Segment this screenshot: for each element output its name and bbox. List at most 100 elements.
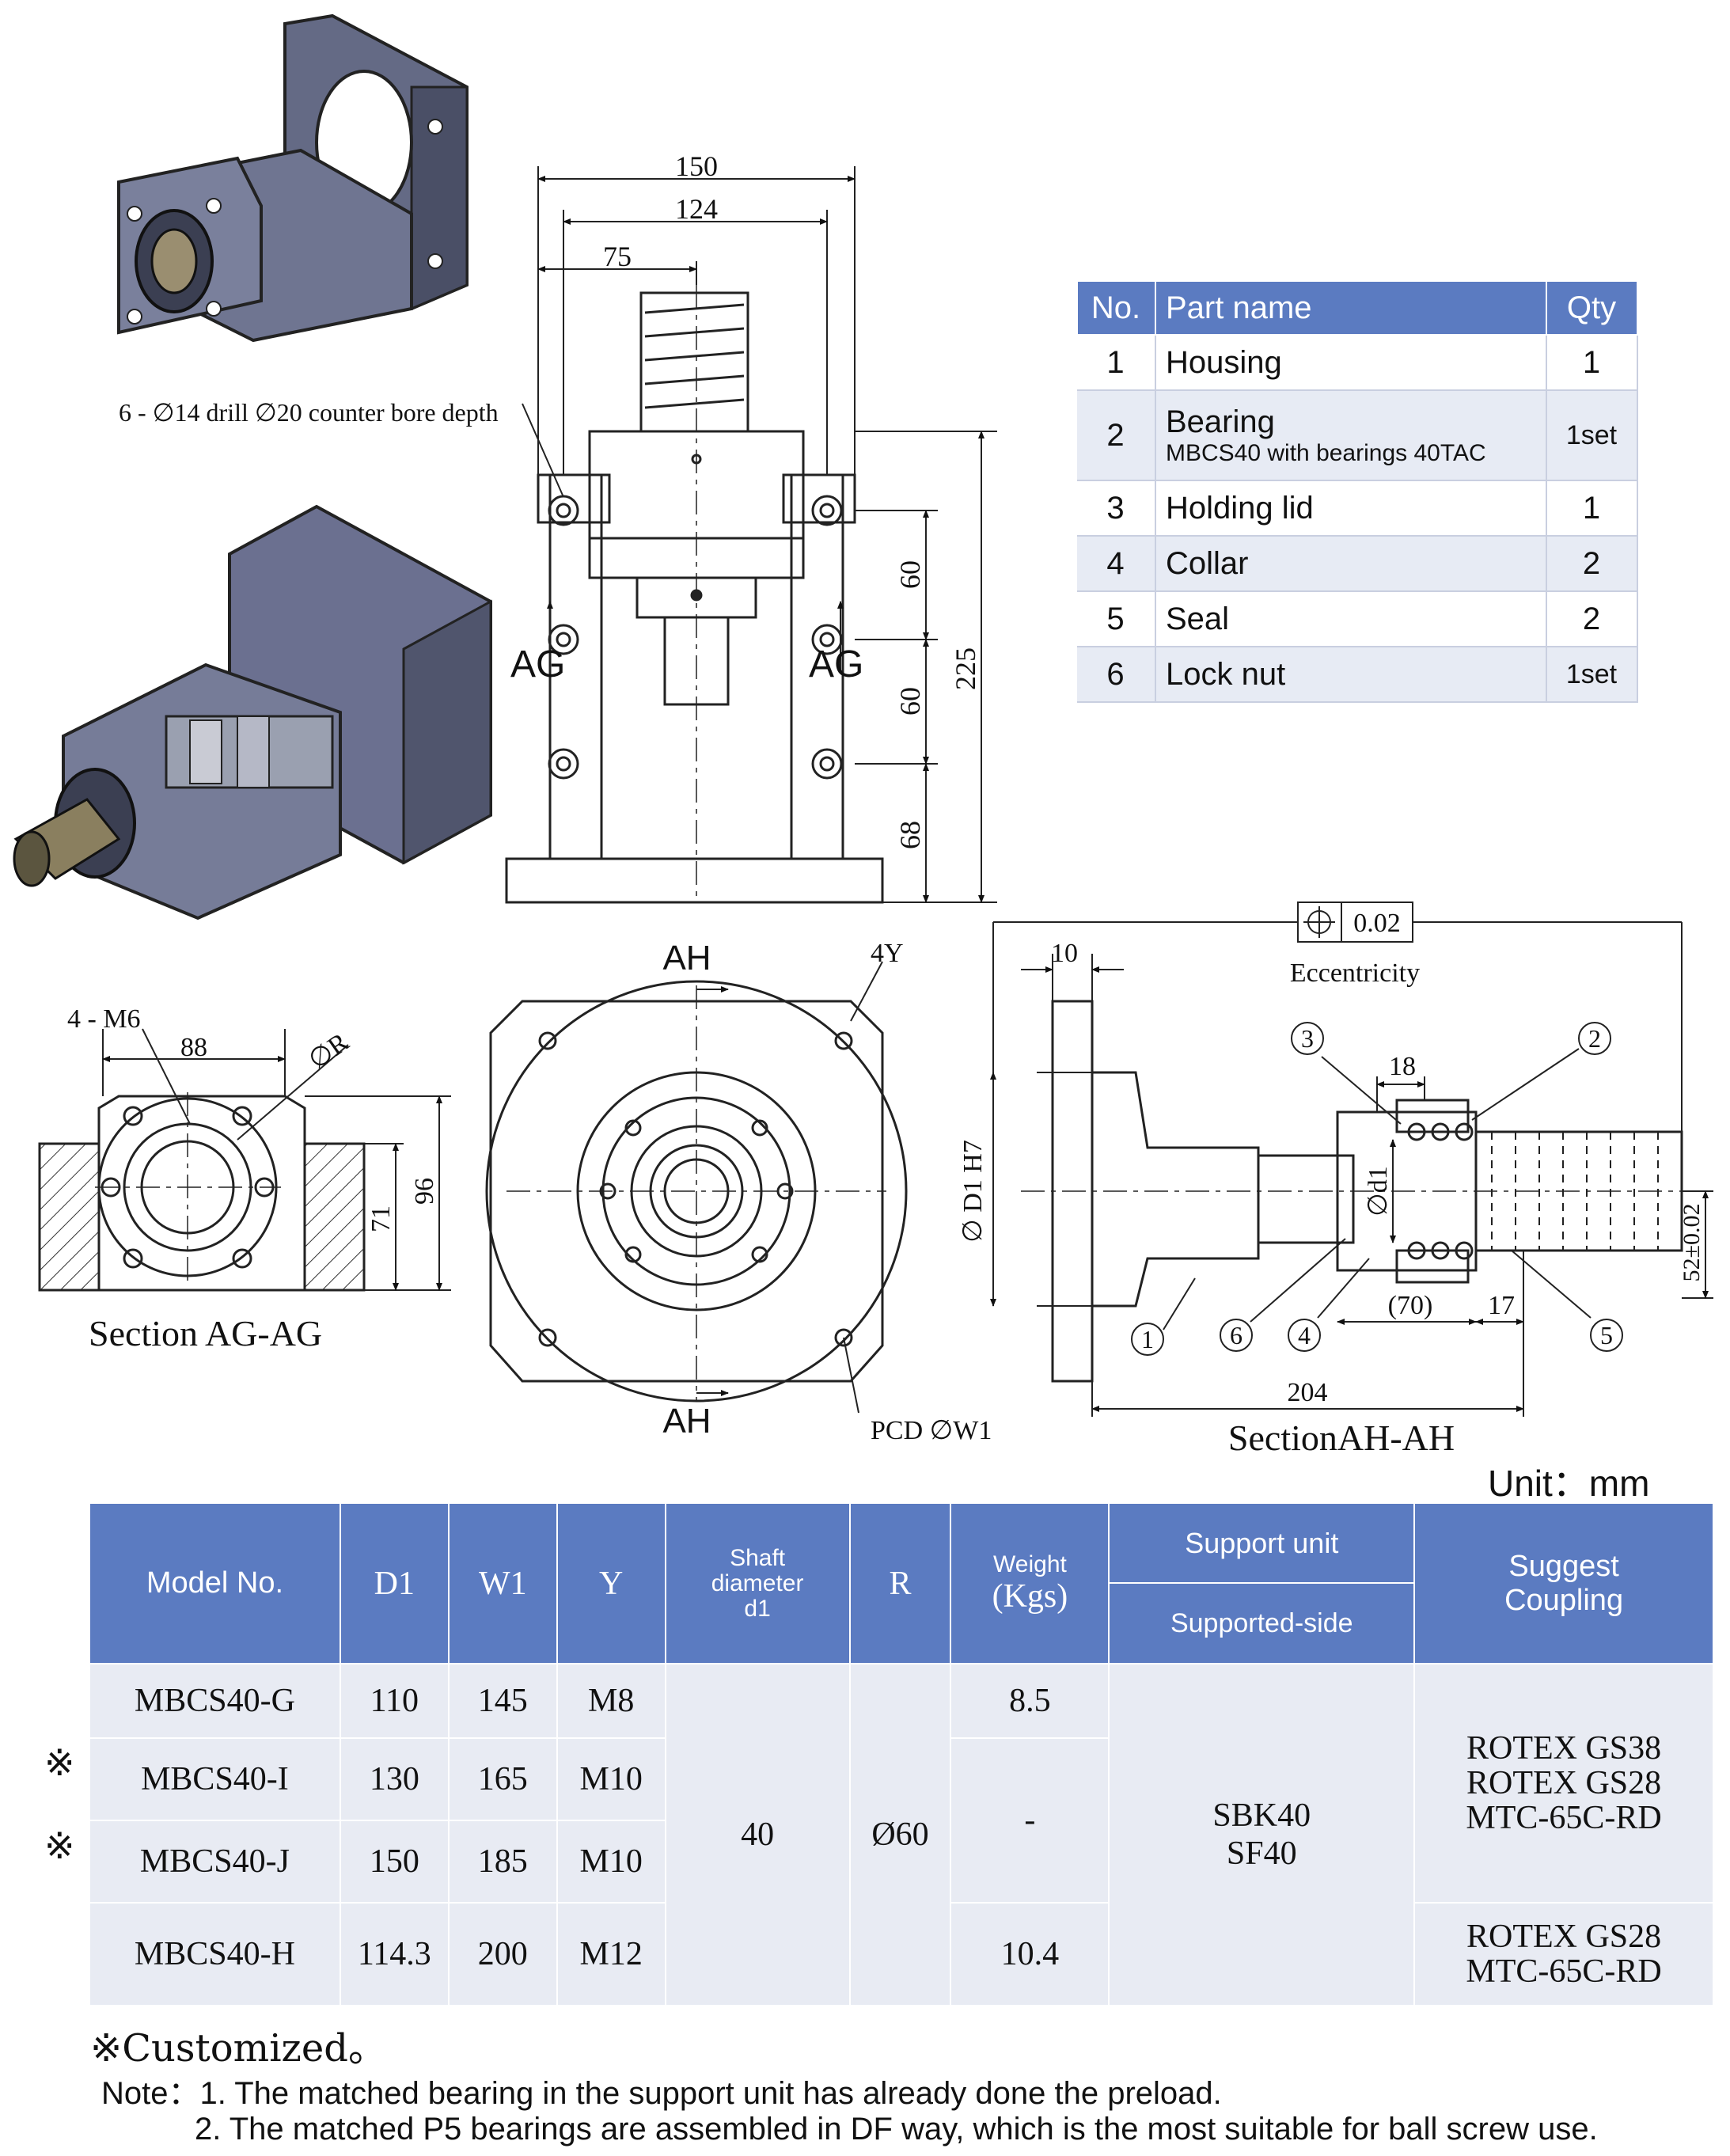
header-weight-line1: Weight xyxy=(993,1551,1067,1577)
model-no: MBCS40-G xyxy=(90,1664,341,1739)
section-ag-label: Section AG-AG xyxy=(89,1313,322,1353)
model-w1: 185 xyxy=(448,1820,558,1904)
tolerance-value: 0.02 xyxy=(1353,909,1401,938)
eccentricity-label: Eccentricity xyxy=(1290,958,1420,988)
dim-r: ∅R xyxy=(303,1027,354,1075)
section-mark-right: AG xyxy=(809,643,863,685)
parts-row: 2 Bearing MBCS40 with bearings 40TAC 1se… xyxy=(1077,390,1638,481)
model-no: MBCS40-I xyxy=(90,1738,341,1821)
parts-header-name: Part name xyxy=(1155,280,1547,336)
svg-text:5: 5 xyxy=(1600,1321,1613,1349)
section-ag-labels: 4 - M6 88 ∅R 71 96 Section AG-AG xyxy=(67,1004,439,1353)
note-1: Note：1. The matched bearing in the suppo… xyxy=(101,2076,1222,2111)
dim-10: 10 xyxy=(1051,939,1078,968)
coupling-a-2: ROTEX GS28 xyxy=(1466,1765,1662,1801)
support-unit-2: SF40 xyxy=(1226,1835,1297,1872)
dim-70: (70) xyxy=(1388,1291,1433,1320)
pcd-label: PCD ∅W1 xyxy=(871,1416,992,1445)
header-coupling-line1: Suggest xyxy=(1508,1549,1619,1583)
parts-row: 4 Collar 2 xyxy=(1077,536,1638,592)
dim-52: 52±0.02 xyxy=(1679,1204,1705,1282)
dim-68: 68 xyxy=(894,821,926,849)
iso-render-assembly xyxy=(13,504,492,920)
dim-96: 96 xyxy=(410,1178,439,1205)
r-value: Ø60 xyxy=(849,1664,952,2006)
part-qty: 1 xyxy=(1546,335,1638,391)
dim-225: 225 xyxy=(950,647,981,690)
section-ah-dimensions xyxy=(990,901,1713,1417)
model-table-subheader: Supported-side xyxy=(90,1583,1713,1664)
coupling-b-cell: ROTEX GS28 MTC-65C-RD xyxy=(1414,1903,1714,2006)
dim-71: 71 xyxy=(366,1205,396,1232)
model-no: MBCS40-J xyxy=(90,1820,341,1904)
header-support-unit: Support unit xyxy=(1109,1504,1416,1584)
svg-text:6: 6 xyxy=(1230,1321,1242,1349)
model-row: MBCS40-J 150 185 M10 xyxy=(90,1820,1713,1904)
dim-18: 18 xyxy=(1389,1052,1416,1081)
part-name-cell: Bearing MBCS40 with bearings 40TAC xyxy=(1155,390,1547,481)
part-no: 1 xyxy=(1077,335,1156,391)
part-no: 3 xyxy=(1077,480,1156,537)
part-balloons: 1 2 3 4 5 6 xyxy=(1131,1022,1623,1356)
svg-text:2: 2 xyxy=(1588,1024,1601,1053)
coupling-a-1: ROTEX GS38 xyxy=(1466,1730,1662,1767)
part-no: 6 xyxy=(1077,647,1156,703)
part-name: Lock nut xyxy=(1155,647,1547,703)
customized-note: ※Customized。 xyxy=(90,2026,386,2071)
dim-4y: 4Y xyxy=(871,939,904,968)
dim-88: 88 xyxy=(180,1033,207,1062)
technical-drawing: 150 124 75 6 - ∅14 drill ∅20 counter bor… xyxy=(13,13,1713,1458)
dim-d1h7: ∅ D1 H7 xyxy=(958,1140,988,1243)
part-no: 4 xyxy=(1077,536,1156,592)
parts-row: 1 Housing 1 xyxy=(1077,335,1638,391)
front-view-labels: 150 124 75 6 - ∅14 drill ∅20 counter bor… xyxy=(119,150,981,849)
model-no: MBCS40-H xyxy=(90,1903,341,2006)
model-y: M12 xyxy=(556,1903,666,2006)
parts-row: 6 Lock nut 1set xyxy=(1077,647,1638,703)
header-weight: Weight (Kgs) xyxy=(950,1504,1110,1664)
dim-60b: 60 xyxy=(894,687,926,716)
parts-table-header: No. Part name Qty xyxy=(1076,280,1638,336)
dim-60a: 60 xyxy=(894,560,926,589)
section-mark-left: AG xyxy=(510,643,565,685)
parts-row: 3 Holding lid 1 xyxy=(1077,480,1638,537)
header-shaft-line2: diameter xyxy=(711,1570,804,1596)
header-r: R xyxy=(849,1504,952,1664)
model-d1: 150 xyxy=(340,1820,450,1904)
balloon-3: 3 xyxy=(1291,1022,1324,1055)
part-name: Housing xyxy=(1155,335,1547,391)
model-d1: 110 xyxy=(340,1664,450,1739)
model-row: MBCS40-G 110 145 M8 40 Ø60 8.5 SBK40 SF4… xyxy=(90,1664,1714,2006)
model-d1: 130 xyxy=(340,1738,450,1821)
support-unit-cell: SBK40 SF40 xyxy=(1109,1664,1416,2006)
svg-text:4: 4 xyxy=(1298,1321,1311,1349)
parts-table: No. Part name Qty 1 Housing 1 2 Bearing … xyxy=(1076,280,1638,703)
part-qty: 2 xyxy=(1546,591,1638,647)
model-d1: 114.3 xyxy=(340,1903,450,2006)
coupling-b-2: MTC-65C-RD xyxy=(1466,1953,1662,1990)
front-view xyxy=(505,285,884,904)
dim-17: 17 xyxy=(1488,1291,1515,1320)
part-no: 2 xyxy=(1077,390,1156,481)
coupling-b-1: ROTEX GS28 xyxy=(1466,1919,1662,1955)
weight-g: 8.5 xyxy=(950,1664,1110,1739)
coupling-a-cell: ROTEX GS38 ROTEX GS28 MTC-65C-RD xyxy=(1414,1664,1714,1904)
front-view-dimensions xyxy=(522,166,997,903)
section-ag-view xyxy=(38,1028,451,1292)
balloon-4: 4 xyxy=(1288,1319,1321,1352)
model-table: Model No. D1 W1 Y Shaft diameter d1 R We… xyxy=(90,1504,1714,2006)
view-mark-bottom: AH xyxy=(662,1402,711,1440)
model-y: M10 xyxy=(556,1820,666,1904)
flange-labels: AH AH 4Y PCD ∅W1 xyxy=(662,939,992,1445)
iso-render-housing xyxy=(117,13,469,343)
header-coupling-line2: Coupling xyxy=(1504,1583,1624,1617)
header-d1: D1 xyxy=(340,1504,450,1664)
header-shaft-line1: Shaft xyxy=(730,1544,786,1571)
model-y: M10 xyxy=(556,1738,666,1821)
model-w1: 200 xyxy=(448,1903,558,2006)
custom-mark-row-i: ※ xyxy=(44,1741,75,1784)
weight-h: 10.4 xyxy=(950,1903,1110,2006)
unit-label: Unit：mm xyxy=(1488,1463,1650,1504)
part-qty: 1set xyxy=(1546,390,1638,481)
view-mark-top: AH xyxy=(662,939,711,977)
